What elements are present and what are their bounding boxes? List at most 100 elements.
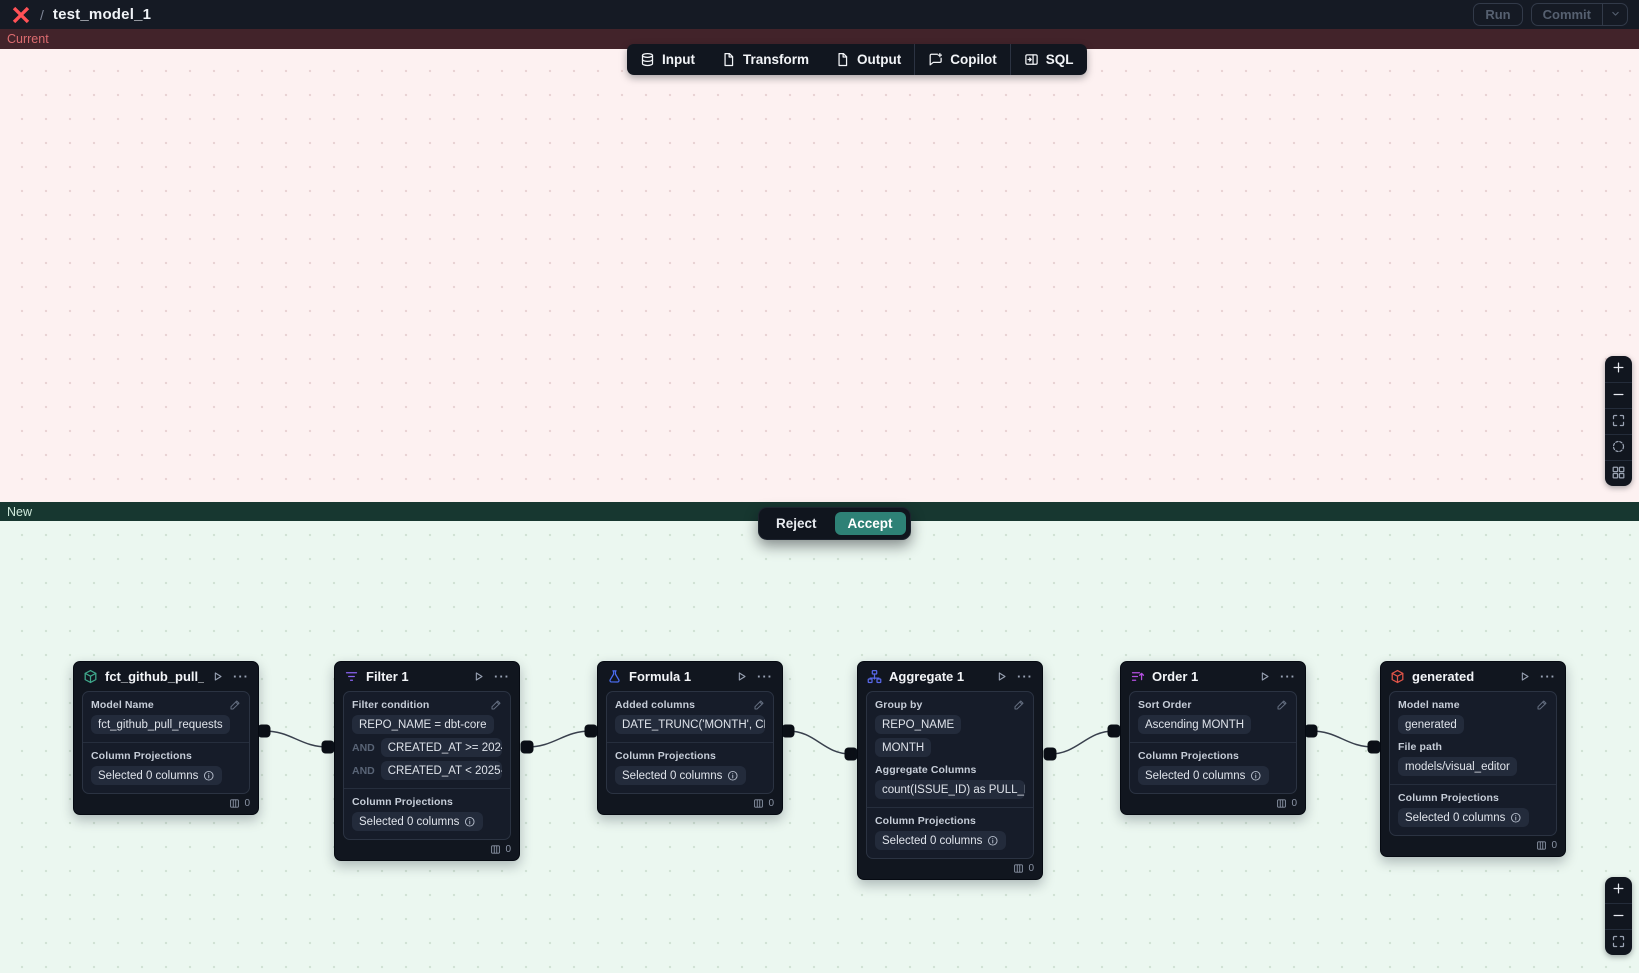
node-menu-button[interactable]: ··· bbox=[233, 668, 249, 684]
dbt-logo-icon[interactable] bbox=[11, 5, 31, 25]
node-header[interactable]: fct_github_pull_requests··· bbox=[74, 662, 258, 691]
pencil-icon[interactable] bbox=[1536, 699, 1548, 711]
node-footer: 0 bbox=[1121, 794, 1305, 814]
node-header-actions: ··· bbox=[735, 670, 773, 683]
zoom-out-button[interactable] bbox=[1605, 382, 1632, 408]
info-icon[interactable] bbox=[987, 835, 999, 847]
node-title: Order 1 bbox=[1152, 669, 1199, 684]
value-chip[interactable]: models/visual_editor bbox=[1398, 757, 1517, 776]
pencil-icon[interactable] bbox=[1276, 699, 1288, 711]
node-menu-button[interactable]: ··· bbox=[494, 668, 510, 684]
fit-view-button[interactable] bbox=[1605, 408, 1632, 434]
columns-icon bbox=[490, 844, 501, 855]
pencil-icon[interactable] bbox=[753, 699, 765, 711]
add-input-label: Input bbox=[662, 52, 695, 67]
new-canvas[interactable]: fct_github_pull_requests···Model Namefct… bbox=[0, 521, 1639, 973]
value-chip[interactable]: Selected 0 columns bbox=[91, 766, 222, 785]
value-chip[interactable]: REPO_NAME bbox=[875, 715, 962, 734]
columns-icon bbox=[229, 798, 240, 809]
layout-grid-button[interactable] bbox=[1605, 460, 1632, 486]
add-transform-button[interactable]: Transform bbox=[708, 44, 822, 75]
cube-icon bbox=[1390, 669, 1405, 684]
node-menu-button[interactable]: ··· bbox=[1017, 668, 1033, 684]
info-icon[interactable] bbox=[727, 770, 739, 782]
sql-button[interactable]: SQL bbox=[1011, 44, 1087, 75]
value-row: models/visual_editor bbox=[1398, 757, 1548, 776]
locate-button[interactable] bbox=[1605, 434, 1632, 460]
info-icon[interactable] bbox=[1510, 812, 1522, 824]
value-row: fct_github_pull_requests bbox=[91, 715, 241, 734]
info-icon[interactable] bbox=[464, 816, 476, 828]
value-chip[interactable]: Selected 0 columns bbox=[615, 766, 746, 785]
minus-icon bbox=[1611, 387, 1626, 405]
value-chip[interactable]: Selected 0 columns bbox=[1398, 808, 1529, 827]
pencil-icon[interactable] bbox=[1013, 699, 1025, 711]
value-chip[interactable]: Selected 0 columns bbox=[875, 831, 1006, 850]
value-row: REPO_NAME = dbt-core bbox=[352, 715, 502, 734]
add-input-button[interactable]: Input bbox=[627, 44, 708, 75]
reject-button[interactable]: Reject bbox=[763, 512, 830, 535]
commit-dropdown-button[interactable] bbox=[1602, 3, 1628, 26]
play-icon[interactable] bbox=[211, 670, 224, 683]
node-menu-button[interactable]: ··· bbox=[1540, 668, 1556, 684]
value-chip[interactable]: fct_github_pull_requests bbox=[91, 715, 230, 734]
field-label: Model Name bbox=[91, 699, 154, 711]
play-icon[interactable] bbox=[995, 670, 1008, 683]
add-output-button[interactable]: Output bbox=[822, 44, 914, 75]
node-card-fct-github-pull-requests[interactable]: fct_github_pull_requests···Model Namefct… bbox=[73, 661, 259, 815]
value-chip[interactable]: CREATED_AT < 2025-03-01 bbox=[380, 761, 502, 780]
node-header[interactable]: Formula 1··· bbox=[598, 662, 782, 691]
columns-icon bbox=[1536, 840, 1547, 851]
section-divider bbox=[344, 788, 510, 789]
zoom-out-button[interactable] bbox=[1605, 903, 1632, 929]
value-chip[interactable]: DATE_TRUNC('MONTH', CREATED_AT… bbox=[615, 715, 765, 734]
info-icon[interactable] bbox=[1250, 770, 1262, 782]
zoom-in-button[interactable] bbox=[1605, 356, 1632, 382]
breadcrumb-separator: / bbox=[40, 6, 44, 23]
node-menu-button[interactable]: ··· bbox=[1280, 668, 1296, 684]
commit-button[interactable]: Commit bbox=[1530, 3, 1602, 26]
run-button[interactable]: Run bbox=[1473, 3, 1523, 26]
row-count: 0 bbox=[505, 844, 511, 855]
pencil-icon[interactable] bbox=[490, 699, 502, 711]
zoom-in-button[interactable] bbox=[1605, 877, 1632, 903]
pencil-icon[interactable] bbox=[229, 699, 241, 711]
copilot-button[interactable]: Copilot bbox=[915, 44, 1010, 75]
play-icon[interactable] bbox=[735, 670, 748, 683]
value-chip[interactable]: Ascending MONTH bbox=[1138, 715, 1252, 734]
copilot-label: Copilot bbox=[950, 52, 997, 67]
fit-view-button[interactable] bbox=[1605, 929, 1632, 955]
current-canvas[interactable] bbox=[0, 49, 1639, 502]
info-icon[interactable] bbox=[203, 770, 215, 782]
node-footer: 0 bbox=[335, 840, 519, 860]
value-chip[interactable]: Selected 0 columns bbox=[1138, 766, 1269, 785]
value-chip[interactable]: CREATED_AT >= 2024-12-01 bbox=[380, 738, 502, 757]
value-chip[interactable]: count(ISSUE_ID) as PULL_REQUEST_… bbox=[875, 780, 1025, 799]
node-header[interactable]: generated··· bbox=[1381, 662, 1565, 691]
accept-button[interactable]: Accept bbox=[834, 512, 906, 535]
play-icon[interactable] bbox=[1518, 670, 1531, 683]
value-chip[interactable]: Selected 0 columns bbox=[352, 812, 483, 831]
value-chip[interactable]: REPO_NAME = dbt-core bbox=[352, 715, 494, 734]
node-header[interactable]: Aggregate 1··· bbox=[858, 662, 1042, 691]
field-label: File path bbox=[1398, 741, 1443, 753]
node-menu-button[interactable]: ··· bbox=[757, 668, 773, 684]
value-chip[interactable]: MONTH bbox=[875, 738, 932, 757]
node-header[interactable]: Order 1 ··· bbox=[1121, 662, 1305, 691]
field-label: Group by bbox=[875, 699, 923, 711]
play-icon[interactable] bbox=[472, 670, 485, 683]
value-row: count(ISSUE_ID) as PULL_REQUEST_… bbox=[875, 780, 1025, 799]
play-icon[interactable] bbox=[1258, 670, 1271, 683]
node-header[interactable]: Filter 1··· bbox=[335, 662, 519, 691]
value-chip[interactable]: generated bbox=[1398, 715, 1464, 734]
